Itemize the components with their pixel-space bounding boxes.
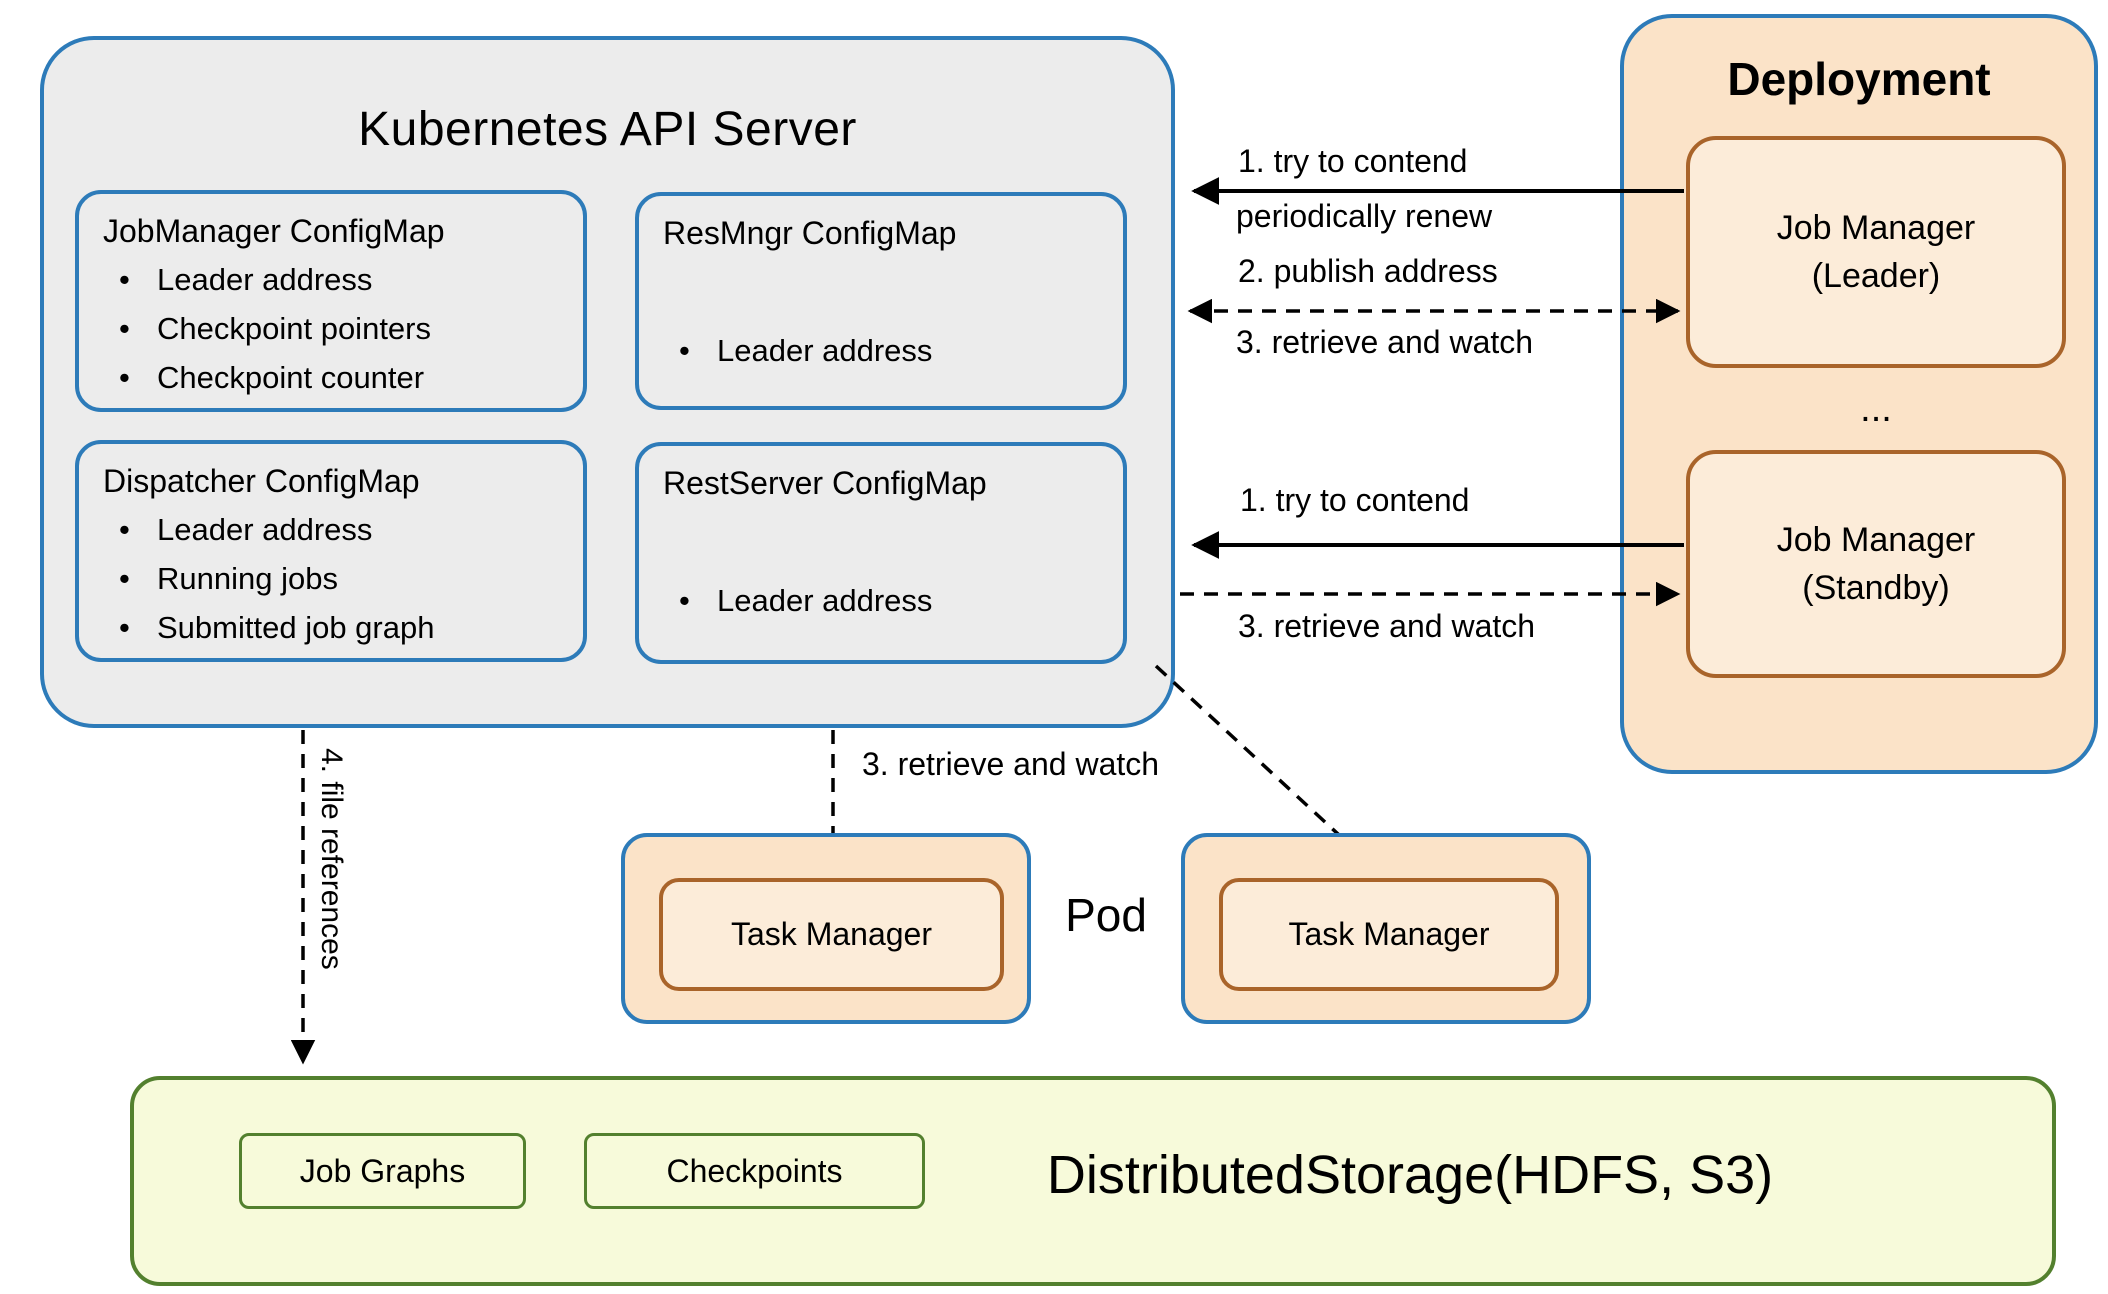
configmap-jobmanager-title: JobManager ConfigMap <box>103 213 445 249</box>
configmap-restserver-items: Leader address <box>663 582 1099 620</box>
configmap-item: Leader address <box>663 332 1099 370</box>
configmap-restserver-title: RestServer ConfigMap <box>663 465 987 501</box>
configmap-dispatcher-items: Leader address Running jobs Submitted jo… <box>103 511 559 647</box>
task-manager-right-box: Task Manager <box>1219 878 1559 991</box>
label-retrieve-watch-leader: 3. retrieve and watch <box>1236 324 1534 360</box>
job-manager-leader-box: Job Manager (Leader) <box>1686 136 2066 368</box>
label-retrieve-watch-standby: 3. retrieve and watch <box>1238 608 1536 644</box>
configmap-item: Running jobs <box>103 560 559 598</box>
configmap-jobmanager-box: JobManager ConfigMap Leader address Chec… <box>75 190 587 412</box>
task-manager-left-box: Task Manager <box>659 878 1004 991</box>
configmap-item: Leader address <box>103 511 559 549</box>
configmap-resmngr-items: Leader address <box>663 332 1099 370</box>
distributed-storage-title: DistributedStorage(HDFS, S3) <box>1046 1145 1774 1205</box>
configmap-restserver-box: RestServer ConfigMap Leader address <box>635 442 1127 664</box>
job-manager-standby-label-line1: Job Manager <box>1776 521 1976 559</box>
configmap-dispatcher-box: Dispatcher ConfigMap Leader address Runn… <box>75 440 587 662</box>
label-try-contend-standby: 1. try to contend <box>1240 482 1470 518</box>
job-graphs-box: Job Graphs <box>239 1133 526 1209</box>
deployment-ellipsis: ... <box>1860 388 1892 430</box>
arrow-retrieve-watch-pod-right <box>1154 664 1366 860</box>
configmap-item: Checkpoint pointers <box>103 310 559 348</box>
configmap-item: Leader address <box>663 582 1099 620</box>
configmap-resmngr-title: ResMngr ConfigMap <box>663 215 957 251</box>
job-manager-standby-label-line2: (Standby) <box>1802 569 1950 607</box>
pod-label: Pod <box>1065 889 1147 941</box>
job-manager-standby-box: Job Manager (Standby) <box>1686 450 2066 678</box>
label-retrieve-watch-pod: 3. retrieve and watch <box>862 746 1160 782</box>
label-file-references: 4. file references <box>315 748 348 970</box>
configmap-item: Submitted job graph <box>103 609 559 647</box>
deployment-title: Deployment <box>1727 53 1991 105</box>
configmap-item: Checkpoint counter <box>103 359 559 397</box>
configmap-resmngr-box: ResMngr ConfigMap Leader address <box>635 192 1127 410</box>
job-manager-leader-label-line2: (Leader) <box>1811 257 1941 295</box>
configmap-dispatcher-title: Dispatcher ConfigMap <box>103 463 420 499</box>
label-periodically-renew: periodically renew <box>1236 198 1493 234</box>
configmap-item: Leader address <box>103 261 559 299</box>
job-manager-leader-label-line1: Job Manager <box>1776 209 1976 247</box>
label-publish-address: 2. publish address <box>1238 253 1498 289</box>
api-server-title: Kubernetes API Server <box>358 103 857 156</box>
configmap-jobmanager-items: Leader address Checkpoint pointers Check… <box>103 261 559 397</box>
label-try-contend-leader: 1. try to contend <box>1238 143 1468 179</box>
checkpoints-box: Checkpoints <box>584 1133 925 1209</box>
